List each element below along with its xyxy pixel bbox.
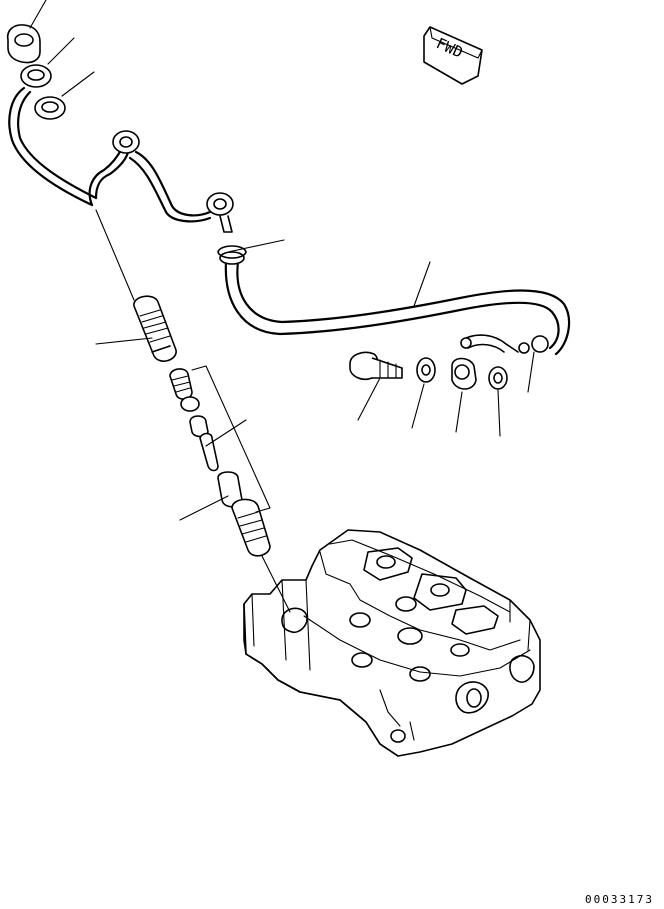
- copper-washer-1: [416, 357, 436, 383]
- sealing-washer-lower: [34, 96, 66, 120]
- return-fitting: [460, 334, 530, 354]
- leak-off-hose: [219, 251, 571, 356]
- cylinder-head: [243, 529, 541, 757]
- nozzle-spring: [169, 368, 193, 400]
- nozzle-group-bracket: [191, 365, 271, 513]
- hose-clamp: [217, 245, 247, 259]
- sealing-washer-mid: [20, 64, 52, 88]
- spacer: [189, 415, 209, 438]
- copper-washer-2: [488, 366, 508, 390]
- banjo-bolt: [349, 351, 403, 381]
- fuel-injection-pipe: [8, 86, 234, 233]
- injection-nozzle-holder: [133, 295, 177, 362]
- fwd-label: FWD: [434, 34, 466, 61]
- spacer-ring: [451, 357, 477, 390]
- fwd-direction-badge: FWD: [423, 26, 483, 85]
- nozzle-retaining-nut: [231, 498, 271, 557]
- sealing-washer-top: [6, 24, 41, 64]
- spring-seat: [180, 396, 200, 412]
- drawing-number: 00033173: [585, 893, 654, 906]
- callout-leader-lines: [29, 0, 535, 521]
- needle-valve: [199, 432, 219, 472]
- nozzle-axis-line: [95, 209, 291, 613]
